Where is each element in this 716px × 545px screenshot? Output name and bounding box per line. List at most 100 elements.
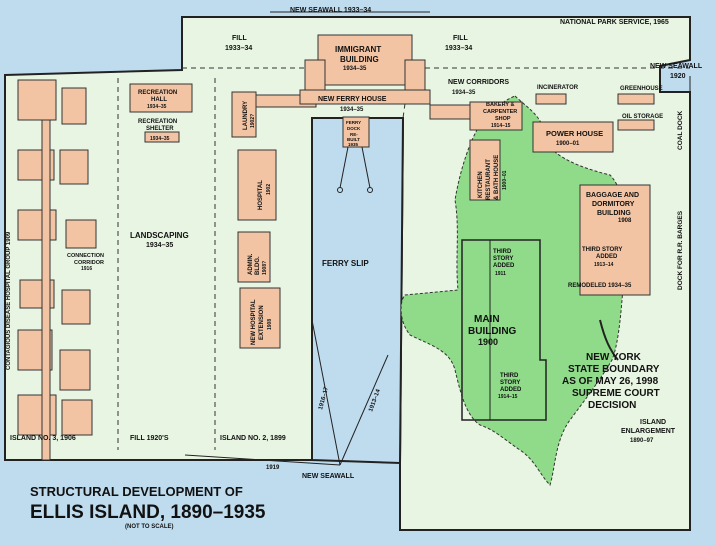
admin-label: ADMIN. — [248, 253, 254, 275]
recreation-shelter-label: RECREATION — [138, 119, 177, 125]
fill-left: FILL — [232, 35, 247, 42]
fill-left-year: 1933–34 — [225, 45, 252, 52]
connection-label2: CORRIDOR — [74, 260, 104, 266]
recreation-shelter-year: 1934–35 — [150, 136, 170, 142]
third-story-label1: THIRD — [493, 249, 512, 255]
kitchen-year: 1900–01 — [502, 170, 508, 190]
ferry-dock-label2: DOCK — [347, 126, 361, 131]
recreation-shelter — [144, 131, 180, 143]
seawall-1919: 1919 — [266, 465, 280, 471]
island2-label: ISLAND NO. 2, 1899 — [220, 435, 286, 442]
ferry-dock-label3: RE- — [350, 132, 358, 137]
boundary-line5: DECISION — [588, 400, 636, 411]
contagious-hospital-buildings — [17, 79, 97, 461]
kitchen-label3: & BATH HOUSE — [494, 155, 500, 200]
landscaping-label: LANDSCAPING — [130, 231, 189, 240]
coal-dock-label: COAL DOCK — [677, 110, 684, 150]
baggage-year: 1908 — [618, 218, 632, 224]
extension-year: 1908 — [267, 319, 273, 330]
fill-right: FILL — [453, 35, 468, 42]
title-line2: ELLIS ISLAND, 1890–1935 — [30, 502, 266, 523]
seawall-top: NEW SEAWALL 1933–34 — [290, 7, 371, 14]
ferry-house: NEW FERRY HOUSE — [318, 96, 387, 103]
remodeled-label: REMODELED 1934–35 — [568, 283, 632, 289]
boundary-line3: AS OF MAY 26, 1998 — [562, 376, 659, 387]
recreation-hall-year: 1934–35 — [147, 104, 167, 110]
east-side-buildings — [469, 93, 655, 296]
hospital-year: 1902 — [266, 184, 272, 195]
piling-right-head — [367, 187, 373, 193]
landscaping-year: 1934–35 — [146, 242, 173, 249]
third-story-right2: ADDED — [596, 254, 618, 260]
seawall-1913-arrow — [339, 354, 389, 466]
admin-label2: BLDG. — [255, 256, 261, 275]
rr-dock-label: DOCK FOR R.R. BARGES — [677, 210, 684, 290]
third-story-bottom1: THIRD — [500, 373, 519, 379]
seawall-1919-arrow — [184, 454, 341, 466]
ferry-dock-label1: FERRY — [346, 120, 361, 125]
third-story-bottom-year: 1914–15 — [498, 394, 518, 400]
baggage-label3: BUILDING — [597, 210, 631, 217]
baggage-label2: DORMITORY — [592, 201, 635, 208]
seawall-right: NEW SEAWALL — [650, 63, 703, 70]
oil-storage-label: OIL STORAGE — [622, 114, 663, 120]
connection-year: 1916 — [81, 266, 92, 272]
seawall-1916-arrow — [311, 319, 341, 466]
greenhouse-label: GREENHOUSE — [620, 86, 663, 92]
third-story-bottom3: ADDED — [500, 387, 522, 393]
third-story-right-year: 1913–14 — [594, 262, 614, 268]
ferry-house-year: 1934–35 — [340, 107, 364, 113]
main-building-outline — [461, 239, 547, 421]
extension-label: NEW HOSPITAL — [251, 299, 257, 345]
title-line1: STRUCTURAL DEVELOPMENT OF — [30, 484, 243, 499]
boundary-line2: STATE BOUNDARY — [568, 364, 660, 375]
ferry-slip-label: FERRY SLIP — [322, 259, 369, 268]
immigrant-label: IMMIGRANT — [335, 45, 381, 54]
piling-right — [361, 146, 371, 189]
ferry-dock-label4: BUILT — [347, 137, 360, 142]
enlargement-year: 1890–97 — [630, 438, 654, 444]
boundary-arrow — [599, 319, 619, 361]
title-note: (NOT TO SCALE) — [125, 524, 174, 530]
boundary-line4: SUPREME COURT — [572, 388, 660, 399]
enlargement-label: ISLAND — [640, 419, 666, 426]
fill-right-year: 1933–34 — [445, 45, 472, 52]
third-story-year: 1911 — [495, 271, 506, 277]
seawall-right-year: 1920 — [670, 73, 686, 80]
ferry-house-buildings — [299, 34, 523, 148]
kitchen-label2: RESTAURANT — [486, 159, 492, 200]
enlargement-label2: ENLARGEMENT — [621, 428, 676, 435]
piling-left — [339, 146, 349, 189]
third-story-label3: ADDED — [493, 263, 515, 269]
main-building-label2: BUILDING — [468, 326, 517, 337]
island3-label: ISLAND NO. 3, 1906 — [10, 435, 76, 442]
third-story-label2: STORY — [493, 256, 513, 262]
credit: NATIONAL PARK SERVICE, 1965 — [560, 19, 669, 26]
kitchen-label1: KITCHEN — [478, 171, 484, 198]
baggage-label: BAGGAGE AND — [586, 192, 639, 199]
immigrant-label2: BUILDING — [340, 55, 379, 64]
bakery-label2: CARPENTER — [483, 109, 517, 115]
seawall-bottom: NEW SEAWALL — [302, 473, 355, 480]
hospital-label: HOSPITAL — [258, 180, 264, 210]
fill1920-label: FILL 1920'S — [130, 435, 169, 442]
immigrant-year: 1934–35 — [343, 66, 367, 72]
boundary-line1: NEW YORK — [586, 352, 642, 363]
new-corridors: NEW CORRIDORS — [448, 79, 509, 86]
powerhouse-label: POWER HOUSE — [546, 129, 603, 138]
recreation-hall-label: RECREATION — [138, 90, 177, 96]
recreation-hall — [129, 83, 193, 113]
laundry-year: 1902? — [250, 114, 256, 128]
laundry-label: LAUNDRY — [243, 101, 249, 130]
ferry-dock-label5: 1935 — [348, 142, 359, 147]
admin-year: 1908? — [262, 261, 268, 275]
connection-label: CONNECTION — [67, 253, 104, 259]
bakery-year: 1914–15 — [491, 123, 511, 129]
incinerator-label: INCINERATOR — [537, 85, 579, 91]
contagious-label: CONTAGIOUS DISEASE HOSPITAL GROUP 1909 — [6, 231, 12, 370]
ferry-slip-water — [311, 117, 405, 465]
hospital-group-buildings — [231, 91, 317, 349]
recreation-shelter-label2: SHELTER — [146, 126, 174, 132]
